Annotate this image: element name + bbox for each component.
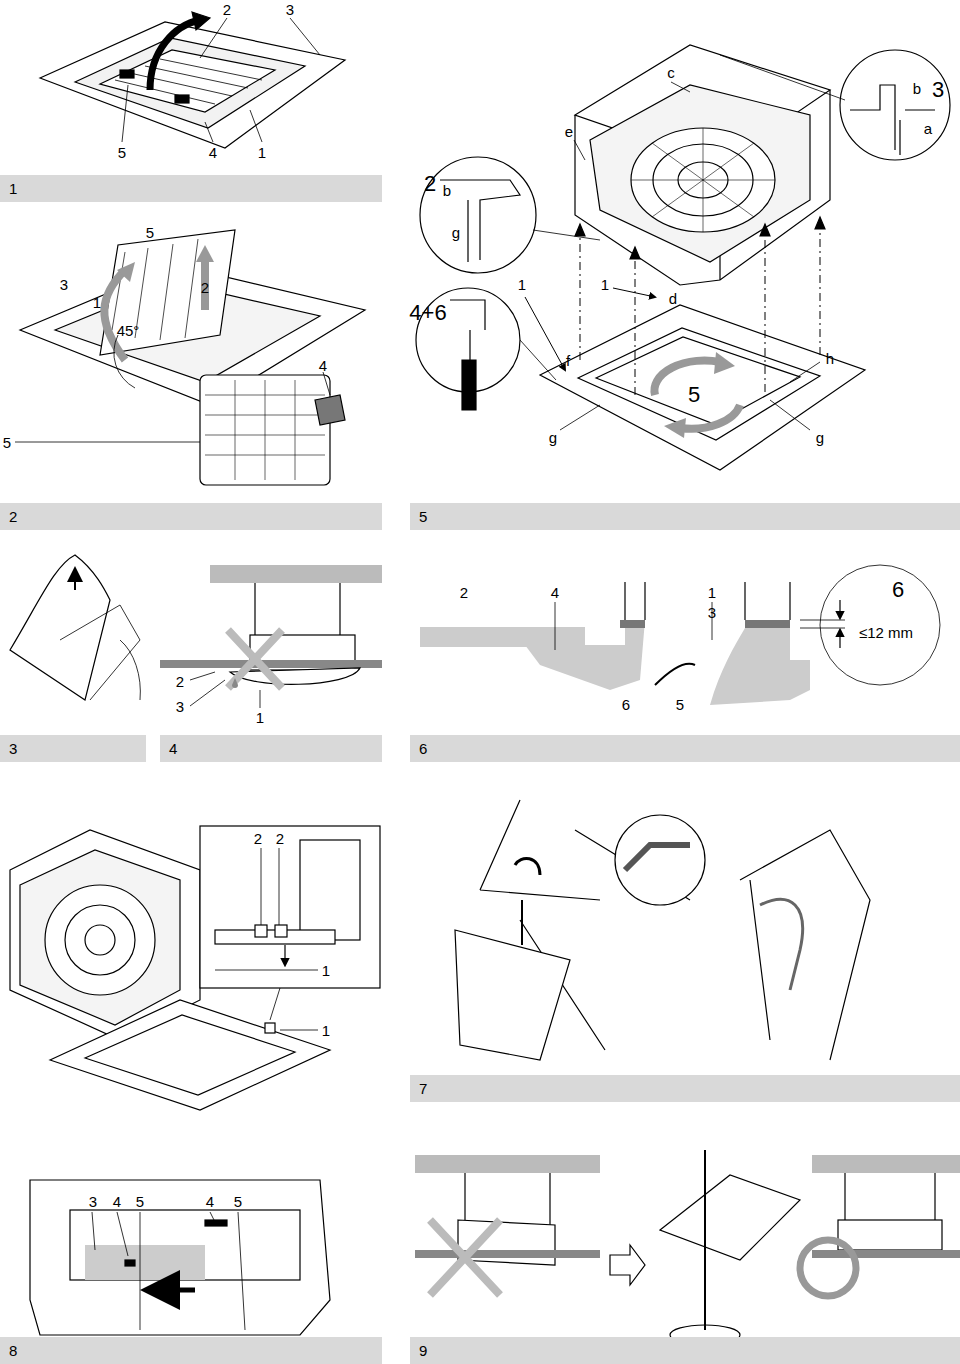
figure-number: 4 [169, 740, 177, 757]
figure-number: 8 [9, 1342, 17, 1359]
callout-label: 1 [258, 145, 266, 160]
callout-label: 4 [319, 358, 327, 373]
callout-label: f [566, 353, 570, 368]
figure-number-band: 8 [0, 1337, 382, 1364]
callout-label: 1 [518, 277, 526, 292]
callout-label: 3 [932, 79, 944, 101]
callout-label: 5 [688, 384, 700, 406]
callout-label: 3 [286, 2, 294, 17]
callout-label: 5 [146, 225, 154, 240]
callout-label: 6 [892, 579, 904, 601]
callout-label: 45° [117, 323, 140, 338]
figure-number-band: 7 [410, 1075, 960, 1102]
figure-number: 3 [9, 740, 17, 757]
callout-label: 4+6 [409, 302, 446, 324]
callout-label: 5 [3, 435, 11, 450]
callout-label: 2 [460, 585, 468, 600]
callout-label: 5 [234, 1194, 242, 1209]
callout-label: ≤12 mm [859, 625, 913, 640]
callout-label: h [826, 351, 834, 366]
callout-label: 4 [551, 585, 559, 600]
figure-number-band: 2 [0, 503, 382, 530]
callout-label: 2 [254, 831, 262, 846]
callout-label: 3 [89, 1194, 97, 1209]
callout-label: d [669, 291, 677, 306]
callout-label: 5 [118, 145, 126, 160]
callout-label: 3 [176, 699, 184, 714]
callout-label: 2 [223, 2, 231, 17]
callout-label: b [913, 81, 921, 96]
figure-number-band: 4 [160, 735, 382, 762]
callout-label: 5 [136, 1194, 144, 1209]
callout-label: 2 [201, 280, 209, 295]
figure-number: 7 [419, 1080, 427, 1097]
callout-label: 1 [256, 710, 264, 725]
figure-number: 2 [9, 508, 17, 525]
figure-number-band: 3 [0, 735, 146, 762]
callout-label: 4 [113, 1194, 121, 1209]
callout-label: c [667, 65, 675, 80]
callout-label: 1 [601, 277, 609, 292]
callout-label: a [924, 121, 932, 136]
callout-label: 1 [93, 295, 101, 310]
callout-label: g [816, 430, 824, 445]
callout-label: 6 [622, 697, 630, 712]
figure-number: 5 [419, 508, 427, 525]
callout-label: 2 [176, 674, 184, 689]
callout-label: g [452, 225, 460, 240]
callout-label: e [565, 124, 573, 139]
callout-label: 5 [676, 697, 684, 712]
figure-number-band: 1 [0, 175, 382, 202]
callout-label: 2 [276, 831, 284, 846]
figure-number-band: 9 [410, 1337, 960, 1364]
callout-label: 1 [322, 963, 330, 978]
callout-label: 4 [206, 1194, 214, 1209]
callout-label: 1 [322, 1023, 330, 1038]
callout-label: b [443, 183, 451, 198]
figure-number-band: 5 [410, 503, 960, 530]
callout-label: 2 [424, 173, 436, 195]
callout-label: 3 [708, 605, 716, 620]
callout-label: 3 [60, 277, 68, 292]
callout-label: 1 [708, 585, 716, 600]
figure-number: 1 [9, 180, 17, 197]
callout-label: g [549, 430, 557, 445]
figure-number: 6 [419, 740, 427, 757]
figure-number-band: 6 [410, 735, 960, 762]
figure-number: 9 [419, 1342, 427, 1359]
callout-label: 4 [209, 145, 217, 160]
